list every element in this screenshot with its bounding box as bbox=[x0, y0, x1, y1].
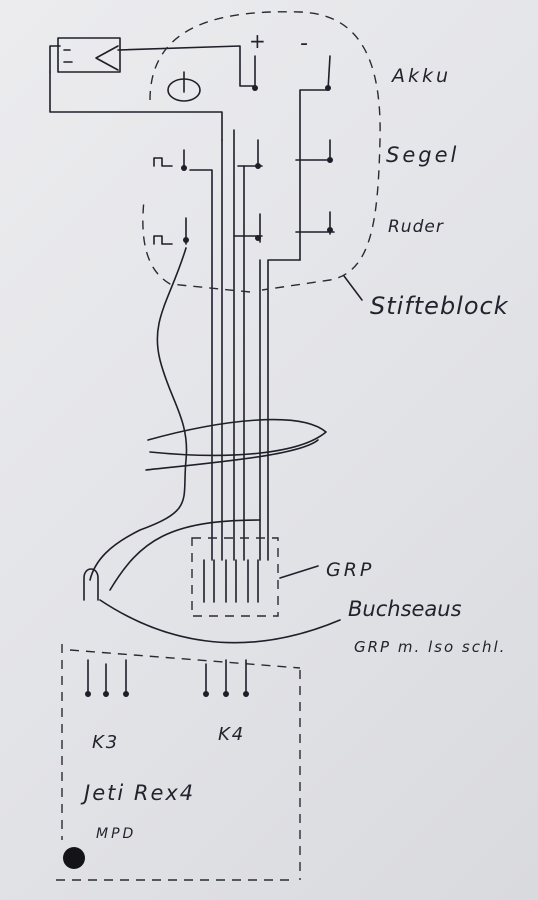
ruder-row bbox=[153, 211, 335, 245]
pin-block-outline bbox=[142, 11, 381, 293]
segel-label: Segel bbox=[386, 143, 459, 167]
receiver-box bbox=[56, 644, 301, 881]
plus-sign: + bbox=[249, 29, 266, 53]
channel-k4-label: K4 bbox=[218, 724, 245, 745]
akku-label: Akku bbox=[390, 65, 451, 87]
pin-block-label: Stifteblock bbox=[370, 292, 509, 320]
main-wires bbox=[89, 129, 301, 581]
receiver-mode-label: MPD bbox=[96, 826, 136, 842]
pin-block-pointer bbox=[343, 275, 363, 301]
grp-label: GRP bbox=[326, 559, 374, 581]
receiver-model-label: Jeti Rex4 bbox=[80, 781, 195, 805]
akku-row bbox=[167, 55, 331, 261]
cable-bundle bbox=[99, 418, 341, 644]
plug bbox=[83, 568, 99, 601]
grp-socket bbox=[191, 537, 319, 617]
ruder-label: Ruder bbox=[388, 217, 444, 237]
grp-note-line2: GRP m. lso schl. bbox=[354, 638, 506, 656]
minus-sign: - bbox=[300, 31, 308, 56]
power-switch bbox=[49, 37, 256, 141]
grp-note-line1: Buchseaus bbox=[348, 597, 462, 621]
channel-k3-label: K3 bbox=[92, 732, 119, 753]
segel-row bbox=[153, 139, 333, 171]
